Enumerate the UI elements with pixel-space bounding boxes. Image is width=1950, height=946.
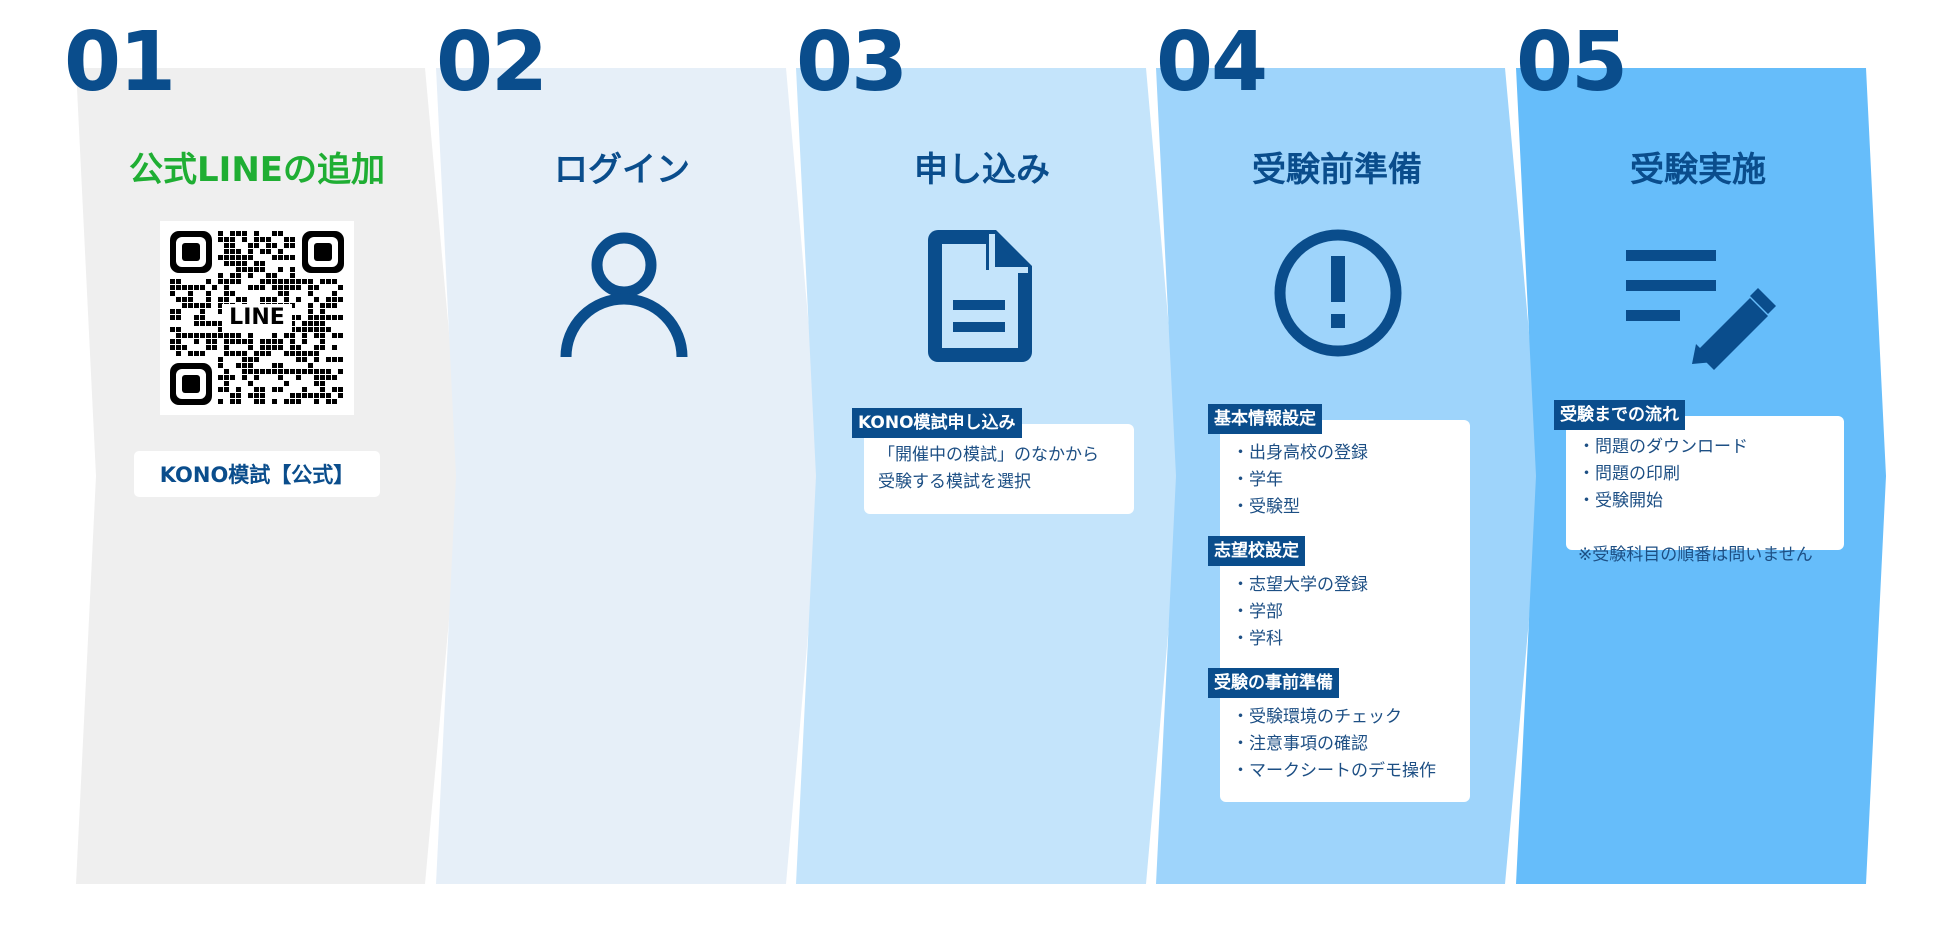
step-3-line-2: 受験する模試を選択 bbox=[878, 472, 1031, 492]
step-1-title: 公式LINEの追加 bbox=[129, 150, 385, 190]
list-item: 受験型 bbox=[1232, 494, 1368, 521]
step-5-list: 問題のダウンロード 問題の印刷 受験開始 bbox=[1578, 434, 1748, 515]
step-4-number: 04 bbox=[1156, 15, 1268, 110]
step-4-tag-pre-exam: 受験の事前準備 bbox=[1208, 668, 1339, 698]
user-icon bbox=[560, 232, 688, 358]
edit-notes-icon bbox=[1626, 250, 1776, 370]
step-1: 01 公式LINEの追加 LINE KONO模試【公式】 bbox=[64, 22, 462, 884]
step-4: 04 受験前準備 出身高校の登録 学年 受験型 志望大学の登録 学部 学科 受験… bbox=[1156, 22, 1542, 884]
step-3-title: 申し込み bbox=[914, 150, 1050, 190]
step-1-number: 01 bbox=[64, 15, 176, 110]
step-4-section-1-list: 出身高校の登録 学年 受験型 bbox=[1232, 440, 1368, 521]
list-item: 学年 bbox=[1232, 467, 1368, 494]
qr-finder bbox=[170, 231, 212, 273]
step-4-section-3-list: 受験環境のチェック 注意事項の確認 マークシートのデモ操作 bbox=[1232, 704, 1436, 785]
step-5-number: 05 bbox=[1516, 15, 1628, 110]
step-2-shape bbox=[436, 68, 822, 884]
list-item: 問題のダウンロード bbox=[1578, 434, 1748, 461]
alert-circle-icon bbox=[1274, 229, 1402, 357]
list-item: マークシートのデモ操作 bbox=[1232, 758, 1436, 785]
step-3-line-1: 「開催中の模試」のなかから bbox=[878, 445, 1099, 465]
step-3-number: 03 bbox=[796, 15, 908, 110]
step-3-tag: KONO模試申し込み bbox=[852, 408, 1022, 438]
list-item: 注意事項の確認 bbox=[1232, 731, 1436, 758]
step-4-tag-basic-info: 基本情報設定 bbox=[1208, 404, 1322, 434]
list-item: 出身高校の登録 bbox=[1232, 440, 1368, 467]
list-item: 受験環境のチェック bbox=[1232, 704, 1436, 731]
step-3-card: 「開催中の模試」のなかから 受験する模試を選択 bbox=[864, 424, 1134, 514]
list-item: 学部 bbox=[1232, 599, 1368, 626]
step-5: 05 受験実施 問題のダウンロード 問題の印刷 受験開始 ※受験科目の順番は問い… bbox=[1516, 22, 1900, 884]
qr-center-label: LINE bbox=[222, 304, 292, 332]
step-4-tag-target-school: 志望校設定 bbox=[1208, 536, 1305, 566]
line-account-name: KONO模試【公式】 bbox=[134, 451, 380, 497]
step-4-section-2-list: 志望大学の登録 学部 学科 bbox=[1232, 572, 1368, 653]
step-2-title: ログイン bbox=[554, 150, 690, 190]
step-4-card: 出身高校の登録 学年 受験型 志望大学の登録 学部 学科 受験環境のチェック 注… bbox=[1220, 420, 1470, 802]
step-3: 03 申し込み 「開催中の模試」のなかから 受験する模試を選択 KONO模試申し… bbox=[796, 22, 1182, 884]
step-5-card: 問題のダウンロード 問題の印刷 受験開始 ※受験科目の順番は問いません bbox=[1566, 416, 1844, 565]
step-5-title: 受験実施 bbox=[1630, 150, 1766, 190]
list-item: 学科 bbox=[1232, 626, 1368, 653]
list-item: 問題の印刷 bbox=[1578, 461, 1748, 488]
step-2: 02 ログイン bbox=[436, 22, 822, 884]
step-2-number: 02 bbox=[436, 15, 548, 110]
step-5-note: ※受験科目の順番は問いません bbox=[1578, 545, 1813, 565]
qr-finder bbox=[302, 231, 344, 273]
qr-finder bbox=[170, 363, 212, 405]
step-4-title: 受験前準備 bbox=[1252, 150, 1422, 190]
line-qr-code[interactable]: LINE bbox=[160, 221, 354, 415]
document-icon bbox=[928, 230, 1032, 362]
list-item: 志望大学の登録 bbox=[1232, 572, 1368, 599]
step-2-background bbox=[436, 68, 822, 884]
qr-pattern bbox=[170, 231, 344, 405]
step-5-tag: 受験までの流れ bbox=[1554, 400, 1685, 430]
list-item: 受験開始 bbox=[1578, 488, 1748, 515]
